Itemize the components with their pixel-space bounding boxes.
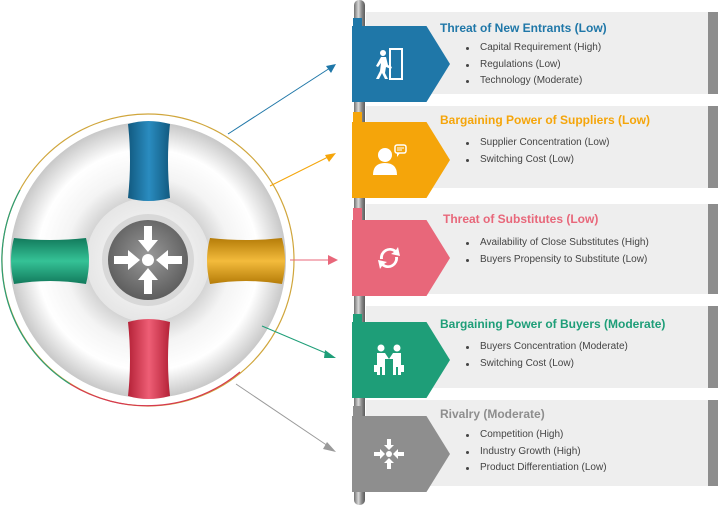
flag-rivalry (352, 416, 450, 492)
list-item: Regulations (Low) (464, 57, 601, 74)
list-item: Availability of Close Substitutes (High) (464, 235, 649, 252)
list-item: Supplier Concentration (Low) (464, 135, 610, 152)
factor-list: Capital Requirement (High) Regulations (… (464, 40, 601, 90)
list-item: Buyers Concentration (Moderate) (464, 339, 628, 356)
flag-bargaining-buyers (352, 322, 450, 398)
factor-list: Competition (High) Industry Growth (High… (464, 427, 607, 477)
ring-band-top (128, 121, 170, 201)
connector-arrows (227, 64, 338, 452)
panel-title: Threat of New Entrants (Low) (440, 21, 607, 35)
exit-door-icon (376, 48, 403, 80)
flag-tab (353, 208, 362, 222)
list-item: Switching Cost (Low) (464, 152, 610, 169)
outer-orbit-arc-red (69, 371, 241, 407)
supplier-person-icon (373, 144, 407, 175)
flag-tab (353, 406, 362, 420)
list-item: Buyers Propensity to Substitute (Low) (464, 252, 649, 269)
list-item: Competition (High) (464, 427, 607, 444)
panel-title: Bargaining Power of Suppliers (Low) (440, 113, 651, 127)
flag-tab (353, 112, 362, 126)
swap-arrows-icon (378, 247, 400, 269)
converging-arrows-icon (114, 226, 182, 294)
converging-arrows-icon (374, 439, 404, 469)
panel-title: Threat of Substitutes (Low) (443, 212, 599, 226)
outer-orbit-arc-green (1, 189, 71, 385)
list-item: Industry Growth (High) (464, 444, 607, 461)
list-item: Technology (Moderate) (464, 73, 601, 90)
flag-tab (353, 314, 362, 328)
handshake-people-icon (374, 344, 404, 375)
flag-tab (353, 18, 362, 32)
ring-band-left (11, 238, 89, 284)
flag-threat-new-entrants (352, 26, 450, 102)
flag-bargaining-suppliers (352, 122, 450, 198)
factor-list: Supplier Concentration (Low) Switching C… (464, 135, 610, 168)
ring-band-right (207, 238, 285, 284)
list-item: Product Differentiation (Low) (464, 460, 607, 477)
factor-list: Buyers Concentration (Moderate) Switchin… (464, 339, 628, 372)
list-item: Switching Cost (Low) (464, 356, 628, 373)
list-item: Capital Requirement (High) (464, 40, 601, 57)
panel-title: Bargaining Power of Buyers (Moderate) (440, 317, 666, 331)
ring-band-bottom (128, 319, 170, 399)
flag-threat-substitutes (352, 220, 450, 296)
panel-title: Rivalry (Moderate) (440, 407, 545, 421)
factor-list: Availability of Close Substitutes (High)… (464, 235, 649, 268)
